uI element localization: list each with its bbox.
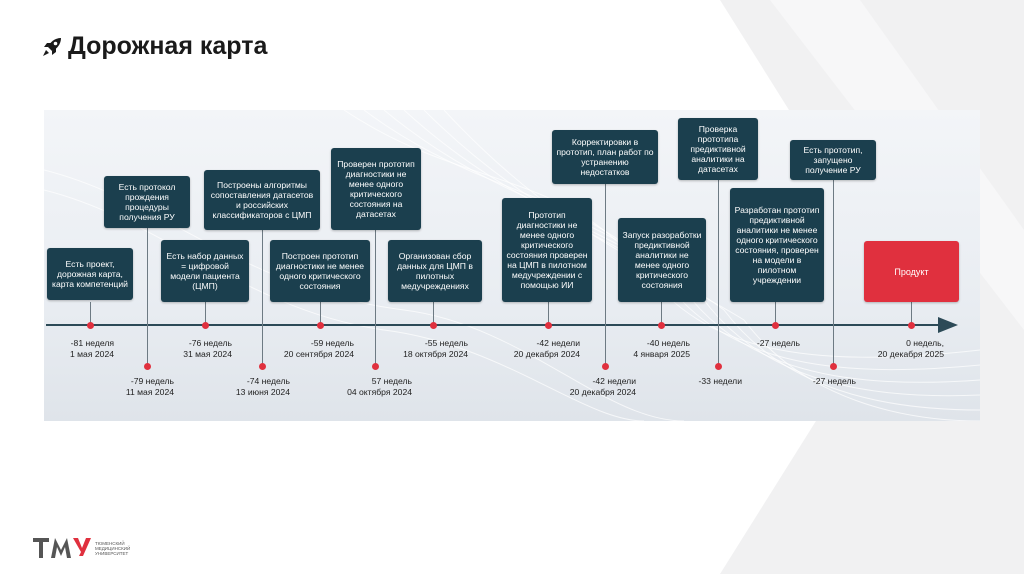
date-label: -27 недель (812, 376, 856, 386)
connector-m13 (833, 180, 834, 366)
milestone-box: Построены алгоритмы сопоставления датасе… (204, 170, 320, 230)
connector-m6 (375, 230, 376, 366)
milestone-box: Проверка прототипа предиктивной аналитик… (678, 118, 758, 180)
logo-caption: ТЮМЕНСКИЙ МЕДИЦИНСКИЙ УНИВЕРСИТЕТ (95, 540, 131, 556)
below-axis-dot (601, 362, 609, 370)
date-label: -27 недель (756, 338, 800, 348)
below-axis-dot (714, 362, 722, 370)
below-axis-dot (258, 362, 266, 370)
axis-dot (429, 321, 437, 329)
connector-m4 (262, 230, 263, 366)
milestone-box: Построен прототип диагностики не менее о… (270, 240, 370, 302)
connector-m2 (147, 208, 148, 366)
timeline-axis (46, 324, 938, 326)
connector-m14 (911, 302, 912, 326)
connector-m7 (433, 302, 434, 326)
page-title-text: Дорожная карта (68, 32, 268, 60)
connector-m11 (718, 180, 719, 366)
connector-m1 (90, 302, 91, 326)
rocket-icon (43, 37, 61, 56)
connector-m10 (661, 302, 662, 326)
below-axis-dot (143, 362, 151, 370)
axis-dot (907, 321, 915, 329)
connector-m12 (775, 302, 776, 326)
axis-dot (201, 321, 209, 329)
axis-dot (657, 321, 665, 329)
connector-m8 (548, 302, 549, 326)
milestone-box: Разработан прототип предиктивной аналити… (730, 188, 824, 302)
milestone-box: Запуск разоработки предиктивной аналитик… (618, 218, 706, 302)
timeline-arrowhead (938, 317, 958, 333)
axis-dot (316, 321, 324, 329)
milestone-box: Организован сбор данных для ЦМП в пилотн… (388, 240, 482, 302)
tmu-logo-mark (33, 538, 91, 558)
milestone-box: Есть проект, дорожная карта, карта компе… (47, 248, 133, 300)
axis-dot (771, 321, 779, 329)
milestone-box: Есть прототип, запущено получение РУ (790, 140, 876, 180)
milestone-box: Есть протокол прождения процедуры получе… (104, 176, 190, 228)
connector-m3 (205, 302, 206, 326)
product-box: Продукт (864, 241, 959, 302)
below-axis-dot (371, 362, 379, 370)
milestone-box: Проверен прототип диагностики не менее о… (331, 148, 421, 230)
page-title: Дорожная карта (40, 32, 267, 61)
milestone-box: Корректировки в прототип, план работ по … (552, 130, 658, 184)
university-logo: ТЮМЕНСКИЙ МЕДИЦИНСКИЙ УНИВЕРСИТЕТ (33, 536, 135, 560)
connector-m5 (320, 302, 321, 326)
roadmap-panel: Есть проект, дорожная карта, карта компе… (44, 110, 980, 421)
axis-dot (86, 321, 94, 329)
date-label: -33 недели (698, 376, 742, 386)
milestone-box: Есть набор данных = цифровой модели паци… (161, 240, 249, 302)
date-label: 0 недель,20 декабря 2025 (877, 338, 944, 359)
below-axis-dot (829, 362, 837, 370)
milestone-box: Прототип диагностики не менее одного кри… (502, 198, 592, 302)
axis-dot (544, 321, 552, 329)
connector-m9 (605, 184, 606, 366)
